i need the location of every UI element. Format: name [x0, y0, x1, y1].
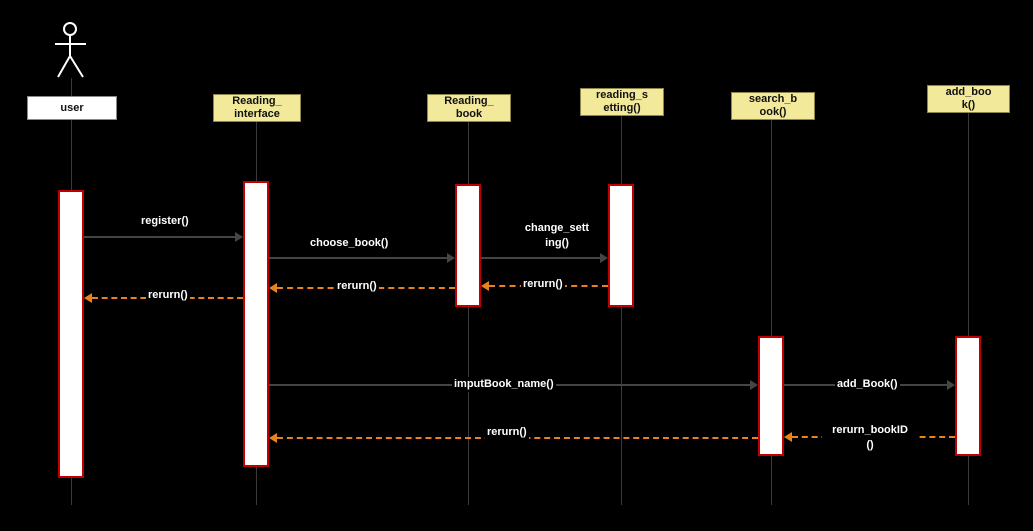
- lifeline-box-reading-book: Reading_ book: [427, 94, 511, 122]
- return-to-user-arrowhead-icon: [84, 293, 92, 303]
- register-arrowhead-icon: [235, 232, 243, 242]
- choose-book-arrowhead-icon: [447, 253, 455, 263]
- register-message-line: [84, 236, 236, 238]
- lifeline-box-reading-setting: reading_s etting(): [580, 88, 664, 116]
- input-book-name-arrowhead-icon: [750, 380, 758, 390]
- return-to-interface-arrowhead-icon: [269, 283, 277, 293]
- activation-search-book: [758, 336, 784, 456]
- input-book-name-message-label: imputBook_name(): [452, 377, 556, 392]
- activation-add-book: [955, 336, 981, 456]
- lifeline-add-book: [968, 113, 969, 505]
- actor-icon: [55, 22, 86, 78]
- lifeline-user-top: [71, 78, 72, 96]
- activation-reading-book: [455, 184, 481, 307]
- return-to-interface-message-label: rerurn(): [335, 279, 379, 294]
- return-bookid-message-label: rerurn_bookID (): [822, 423, 918, 453]
- return-to-user-message-label: rerurn(): [146, 288, 190, 303]
- lifeline-box-reading-interface: Reading_ interface: [213, 94, 301, 122]
- activation-reading-interface: [243, 181, 269, 467]
- add-book-message-label: add_Book(): [835, 377, 900, 392]
- choose-book-message-line: [269, 257, 447, 259]
- lifeline-reading-setting: [621, 116, 622, 505]
- return-to-book-arrowhead-icon: [481, 281, 489, 291]
- change-setting-message-label: change_sett ing(): [517, 221, 597, 251]
- return-search-to-interface-arrowhead-icon: [269, 433, 277, 443]
- lifeline-box-user: user: [27, 96, 117, 120]
- register-message-label: register(): [139, 214, 191, 229]
- return-to-book-message-label: rerurn(): [521, 277, 565, 292]
- lifeline-box-search-book: search_b ook(): [731, 92, 815, 120]
- choose-book-message-label: choose_book(): [308, 236, 391, 251]
- return-search-to-interface-message-label: rerurn(): [485, 425, 529, 440]
- change-setting-message-line: [481, 257, 600, 259]
- activation-reading-setting: [608, 184, 634, 307]
- lifeline-box-add-book: add_boo k(): [927, 85, 1010, 113]
- lifeline-search-book: [771, 120, 772, 505]
- change-setting-arrowhead-icon: [600, 253, 608, 263]
- activation-user: [58, 190, 84, 478]
- return-bookid-arrowhead-icon: [784, 432, 792, 442]
- add-book-arrowhead-icon: [947, 380, 955, 390]
- lifeline-reading-book: [468, 122, 469, 505]
